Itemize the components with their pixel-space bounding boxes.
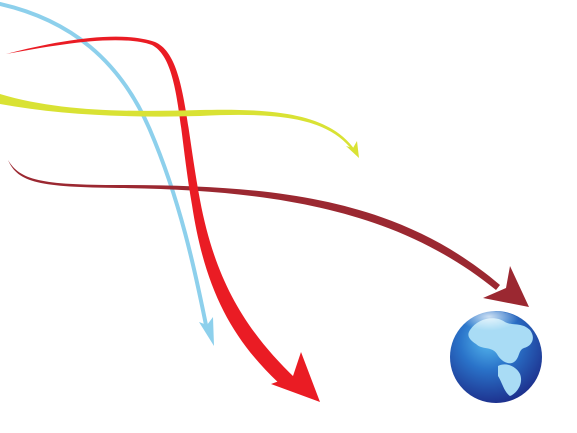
light-blue-arrow-shaft bbox=[0, 2, 209, 332]
light-blue-arrow-head bbox=[199, 317, 214, 346]
yellow-arrow-head bbox=[346, 141, 359, 158]
dark-red-arrow bbox=[8, 160, 529, 307]
globe-icon bbox=[450, 311, 542, 403]
dark-red-arrow-head bbox=[483, 266, 529, 307]
yellow-arrow bbox=[0, 94, 359, 158]
globe-highlight bbox=[462, 311, 522, 339]
red-arrow-shaft bbox=[6, 36, 295, 386]
red-arrow-head bbox=[271, 352, 320, 402]
light-blue-arrow bbox=[0, 2, 214, 346]
red-arrow bbox=[6, 36, 320, 402]
yellow-arrow-shaft bbox=[0, 94, 355, 151]
dark-red-arrow-shaft bbox=[8, 160, 500, 290]
globe-continent-africa bbox=[498, 364, 522, 396]
